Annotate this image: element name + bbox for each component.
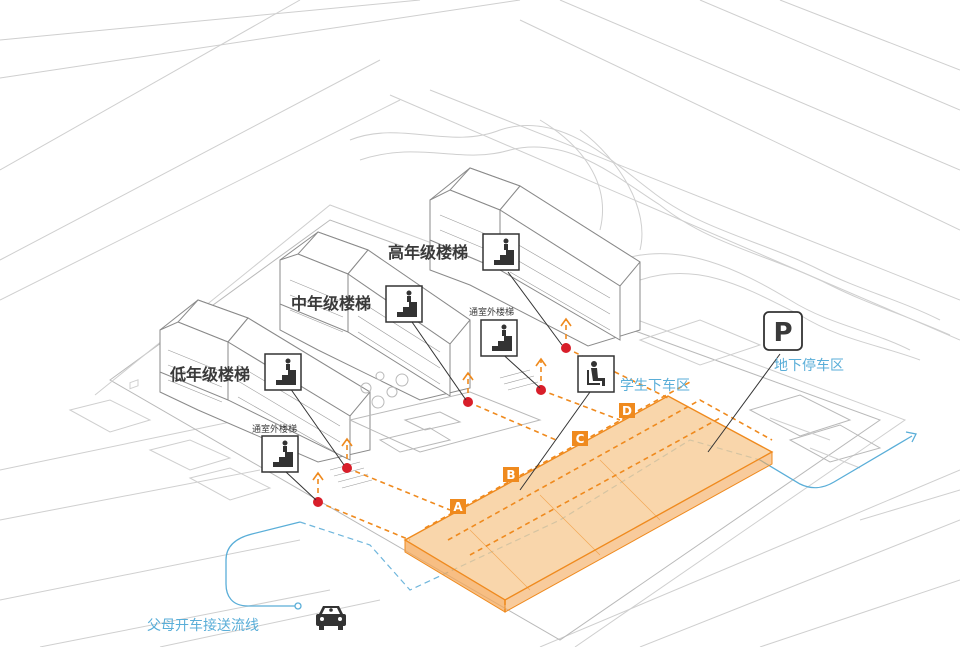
zone-marker-b	[503, 467, 519, 482]
stair-icon-mid	[385, 285, 423, 323]
parking-label: 地下停车区	[774, 357, 844, 374]
outdoor-stair-label-lower: 通室外楼梯	[252, 423, 297, 435]
zone-label-a: A	[453, 500, 463, 514]
seated-person-icon	[587, 361, 605, 386]
stair-icon-low	[264, 353, 302, 391]
stair-person-icon	[270, 358, 296, 385]
outdoor-stair-label-upper: 通室外楼梯	[469, 306, 514, 318]
route-arrows	[312, 317, 572, 481]
school-buildings	[159, 167, 641, 489]
zone-marker-a	[450, 499, 466, 514]
dropoff-zone	[403, 381, 774, 613]
stair-label-low: 低年级楼梯	[169, 365, 250, 384]
stair-label-mid: 中年级楼梯	[291, 294, 371, 313]
stair-icon-outdoor-upper	[480, 319, 518, 357]
stair-icon-high	[482, 233, 520, 271]
zone-label-b: B	[506, 468, 515, 482]
dropoff-label: 学生下车区	[620, 377, 690, 394]
stair-person-icon	[486, 324, 512, 351]
access-point	[561, 343, 571, 353]
zone-label-d: D	[622, 404, 632, 418]
stair-icon-outdoor-lower	[261, 435, 299, 473]
parking-icon: P	[773, 318, 792, 348]
zone-marker-c	[572, 431, 588, 446]
access-point	[342, 463, 352, 473]
stair-person-icon	[488, 238, 514, 265]
zone-markers: A B C D	[450, 403, 635, 514]
car-icon	[316, 606, 346, 630]
stair-label-high: 高年级楼梯	[388, 243, 468, 262]
stair-person-icon	[391, 290, 417, 317]
zone-label-c: C	[576, 432, 585, 446]
access-point	[536, 385, 546, 395]
dropoff-icon	[577, 355, 615, 393]
stair-person-icon	[267, 440, 293, 467]
parking-sign: P	[763, 311, 803, 351]
parent-flow-label: 父母开车接送流线	[147, 617, 259, 634]
zone-marker-d	[619, 403, 635, 418]
